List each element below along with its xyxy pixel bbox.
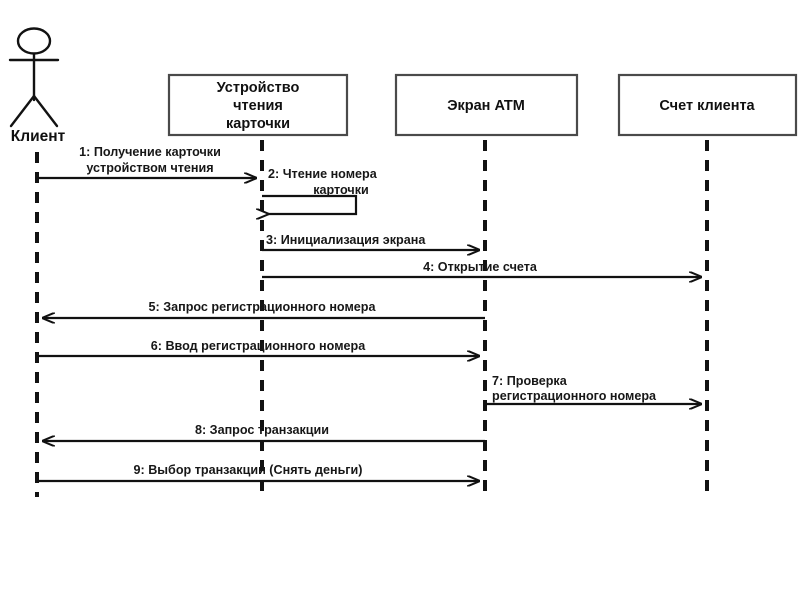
message-6[interactable]: 6: Ввод регистрационного номера: [37, 339, 479, 356]
message-8-label: 8: Запрос транзакции: [195, 423, 329, 437]
participant-box-card-reader[interactable]: [167, 73, 349, 137]
participant-label-card-reader-line1: Устройство: [217, 80, 300, 96]
message-5-label: 5: Запрос регистрационного номера: [149, 300, 377, 314]
message-7-label-line2: регистрационного номера: [492, 389, 657, 403]
message-7-label-line1: 7: Проверка: [492, 374, 568, 388]
message-3-label: 3: Инициализация экрана: [266, 233, 426, 247]
message-2-label-line2: карточки: [313, 183, 369, 197]
participant-label-client-account: Счет клиента: [659, 98, 755, 114]
message-9-label: 9: Выбор транзакции (Снять деньги): [134, 463, 363, 477]
actor-stick-figure-icon: [8, 27, 60, 128]
message-2-label-line1: 2: Чтение номера: [268, 167, 378, 181]
message-1-label-line2: устройством чтения: [86, 161, 213, 175]
message-4[interactable]: 4: Открытие счета: [262, 260, 701, 277]
message-5[interactable]: 5: Запрос регистрационного номера: [43, 300, 485, 318]
message-1[interactable]: 1: Получение карточки устройством чтения: [37, 145, 256, 178]
message-6-label: 6: Ввод регистрационного номера: [151, 339, 366, 353]
message-2[interactable]: 2: Чтение номера карточки: [262, 167, 378, 214]
message-4-label: 4: Открытие счета: [423, 260, 538, 274]
message-8[interactable]: 8: Запрос транзакции: [43, 423, 485, 441]
participant-label-atm-screen: Экран ATM: [447, 98, 525, 114]
message-9[interactable]: 9: Выбор транзакции (Снять деньги): [37, 463, 479, 481]
participant-box-atm-screen[interactable]: [394, 73, 579, 137]
message-7[interactable]: 7: Проверка регистрационного номера: [485, 374, 701, 404]
message-1-label-line1: 1: Получение карточки: [79, 145, 221, 159]
participant-label-card-reader-line2: чтения: [233, 98, 283, 114]
message-3[interactable]: 3: Инициализация экрана: [262, 233, 479, 250]
actor-label: Клиент: [11, 128, 66, 145]
participant-label-card-reader-line3: карточки: [226, 116, 290, 132]
participant-box-client-account[interactable]: [617, 73, 798, 137]
